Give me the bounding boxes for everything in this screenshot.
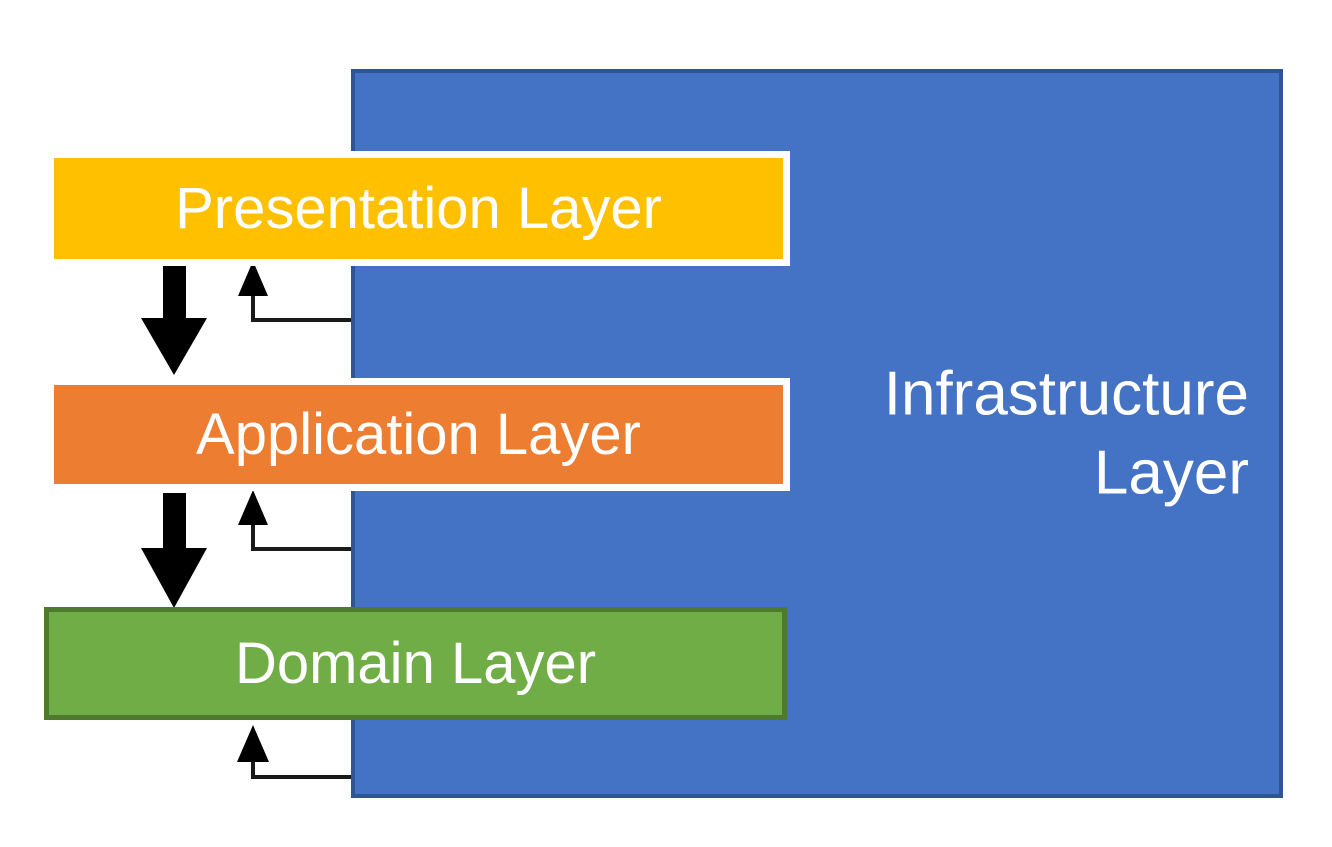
arrow-infrastructure-to-domain xyxy=(237,725,351,779)
presentation-layer-block[interactable]: Presentation Layer xyxy=(47,151,790,266)
arrow-infrastructure-to-application xyxy=(238,490,351,551)
arrow-application-to-domain xyxy=(141,493,207,608)
arrow-presentation-to-application xyxy=(141,263,207,375)
domain-layer-block[interactable]: Domain Layer xyxy=(44,607,787,720)
presentation-layer-label: Presentation Layer xyxy=(175,175,662,241)
application-layer-block[interactable]: Application Layer xyxy=(47,378,790,491)
infrastructure-layer-label: Infrastructure Layer xyxy=(883,359,1249,508)
application-layer-label: Application Layer xyxy=(196,401,641,467)
arrow-infrastructure-to-presentation xyxy=(238,261,351,322)
domain-layer-label: Domain Layer xyxy=(234,630,597,696)
